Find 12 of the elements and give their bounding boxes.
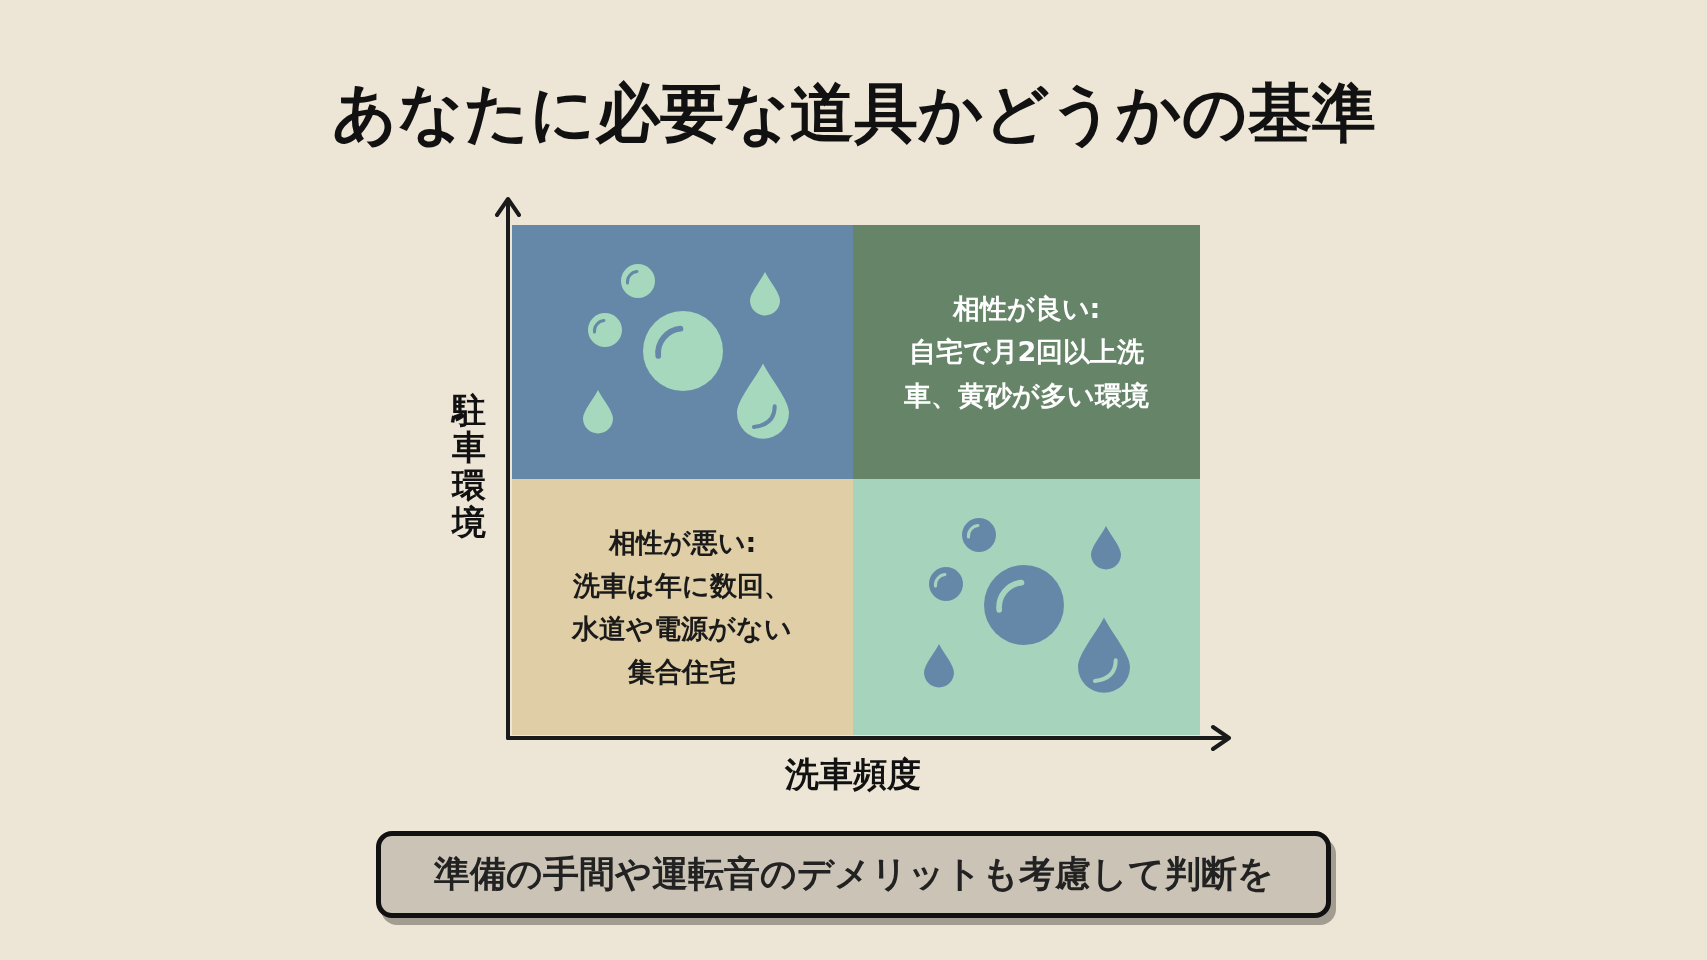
- y-axis-label: 駐車環境: [452, 392, 486, 542]
- quadrant-box: [512, 479, 853, 735]
- quadrant-box: [512, 225, 853, 479]
- title: あなたに必要な道具かどうかの基準: [330, 75, 1377, 152]
- quadrant-text: 自宅で月2回以上洗車、黄砂が多い環境: [903, 335, 1150, 413]
- quadrant-heading: 相性が悪い:: [608, 525, 757, 560]
- quadrant-text: 洗車は年に数回、水道や電源がない集合住宅: [571, 568, 794, 690]
- note-text: 準備の手間や運転音のデメリットも考慮して判断を: [433, 852, 1274, 896]
- quadrant-box: [853, 479, 1200, 735]
- x-axis-label: 洗車頻度: [785, 753, 921, 796]
- quadrant-box: [853, 225, 1200, 479]
- quadrant-heading: 相性が良い:: [952, 292, 1101, 327]
